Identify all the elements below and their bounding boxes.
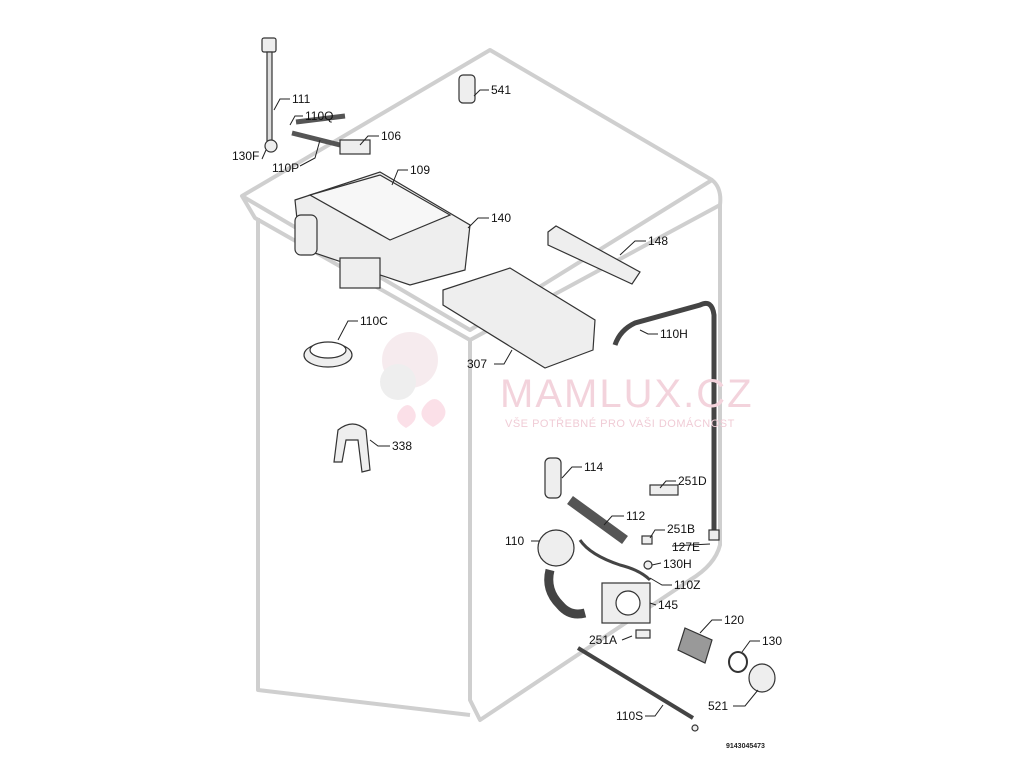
part-111-hose xyxy=(266,51,273,143)
label-130f: 130F xyxy=(232,149,260,163)
part-251a xyxy=(635,629,651,639)
diagram-code: 9143045473 xyxy=(726,743,765,750)
part-541 xyxy=(458,74,476,104)
label-110: 110 xyxy=(505,534,525,548)
part-130h xyxy=(643,560,653,570)
label-106: 106 xyxy=(381,129,402,143)
label-251d: 251D xyxy=(678,474,707,488)
label-140: 140 xyxy=(491,211,512,225)
part-110z-tube xyxy=(578,539,652,582)
watermark-figure-icon xyxy=(380,332,446,428)
part-109-cover xyxy=(308,174,452,241)
label-111: 111 xyxy=(292,92,311,106)
label-148: 148 xyxy=(648,234,669,248)
label-112: 112 xyxy=(626,509,646,523)
leader-lines xyxy=(261,89,760,717)
label-109: 109 xyxy=(410,163,431,177)
label-127e: 127E xyxy=(672,540,701,554)
label-251a: 251A xyxy=(589,633,618,647)
part-110s-hose xyxy=(576,646,695,720)
label-541: 541 xyxy=(491,83,512,97)
label-110z: 110Z xyxy=(674,578,701,592)
part-114 xyxy=(544,457,562,499)
pump-hose xyxy=(544,568,587,619)
part-148-handle xyxy=(547,225,641,285)
parts xyxy=(261,37,776,732)
label-110p: 110P xyxy=(272,161,300,175)
dispenser-outlet xyxy=(339,257,381,289)
part-130f-seal xyxy=(264,139,278,153)
watermark-brand: MAMLUX.CZ xyxy=(500,372,754,416)
part-521-cap xyxy=(748,663,776,693)
part-110p xyxy=(291,130,341,148)
label-114: 114 xyxy=(584,460,604,474)
label-145: 145 xyxy=(658,598,679,612)
watermark-tagline: VŠE POTŘEBNÉ PRO VAŠI DOMÁCNOST xyxy=(505,418,735,430)
label-130: 130 xyxy=(762,634,783,648)
label-110q: 110Q xyxy=(305,109,334,123)
part-110h-hose xyxy=(612,300,717,530)
part-307-drawer xyxy=(442,267,596,369)
part-127e xyxy=(708,529,720,541)
label-307: 307 xyxy=(467,357,488,371)
label-110s: 110S xyxy=(616,709,644,723)
part-130-oring xyxy=(728,651,748,673)
part-120-filter xyxy=(677,627,713,664)
label-130h: 130H xyxy=(663,557,692,571)
part-110q xyxy=(295,113,346,125)
part-106 xyxy=(339,139,371,155)
dispenser-valve xyxy=(294,214,318,256)
part-251b xyxy=(641,535,653,545)
hose-clip xyxy=(691,724,699,732)
label-110c: 110C xyxy=(360,314,388,328)
label-521: 521 xyxy=(708,699,729,713)
label-110h: 110H xyxy=(660,327,688,341)
part-111-hose-nut xyxy=(261,37,277,53)
part-110-pump xyxy=(537,529,575,567)
part-112-hose xyxy=(567,495,628,545)
label-251b: 251B xyxy=(667,522,696,536)
part-338-bracket xyxy=(333,423,371,473)
part-251d xyxy=(649,484,679,496)
label-120: 120 xyxy=(724,613,745,627)
label-338: 338 xyxy=(392,439,413,453)
